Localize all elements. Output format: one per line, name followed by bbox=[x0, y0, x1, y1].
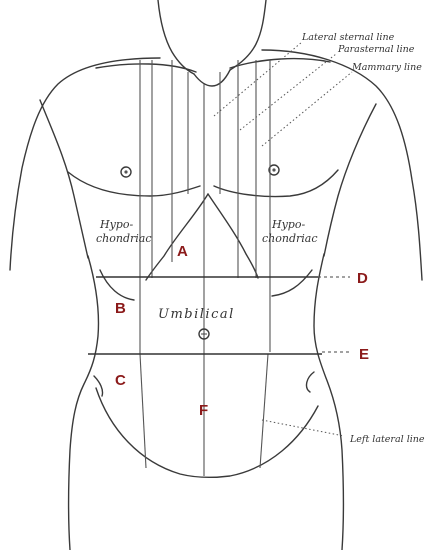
marker-f: F bbox=[199, 402, 208, 419]
marker-d: D bbox=[357, 270, 368, 287]
vline-lower-right bbox=[259, 353, 269, 469]
leader-lateral-sternal bbox=[213, 41, 303, 117]
nipple-left bbox=[120, 166, 132, 178]
costal-arch-left bbox=[145, 193, 209, 281]
label-umbilical: Umbilical bbox=[158, 307, 235, 322]
leader-parasternal bbox=[239, 53, 337, 131]
rib-margin-left bbox=[99, 269, 135, 301]
costal-arch-right bbox=[207, 193, 259, 279]
torso-side-right bbox=[313, 253, 345, 550]
label-hypochondriac-left-1: Hypo- bbox=[99, 218, 133, 231]
pectoral-left bbox=[67, 171, 201, 197]
label-hypochondriac-right-1: Hypo- bbox=[271, 218, 305, 231]
hip-left bbox=[93, 375, 104, 397]
armpit-left bbox=[39, 99, 89, 259]
marker-e: E bbox=[359, 346, 369, 363]
label-hypochondriac-right-2: chondriac bbox=[262, 232, 318, 245]
hip-right bbox=[305, 371, 315, 393]
shoulder-right bbox=[261, 49, 423, 281]
shoulder-left bbox=[9, 57, 161, 271]
neck-left-outline bbox=[157, 0, 195, 75]
clavicle-left bbox=[95, 63, 197, 73]
clavicle-right bbox=[229, 57, 331, 69]
armpit-right bbox=[323, 103, 377, 257]
nipple-right bbox=[268, 164, 280, 176]
label-parasternal-line: Parasternal line bbox=[337, 44, 415, 55]
torso-side-left bbox=[67, 255, 100, 550]
marker-c: C bbox=[115, 372, 126, 389]
marker-a: A bbox=[177, 243, 188, 260]
marker-b: B bbox=[115, 300, 126, 317]
label-hypochondriac-left-2: chondriac bbox=[96, 232, 152, 245]
rib-margin-right bbox=[271, 269, 313, 297]
inguinal-curve bbox=[95, 387, 319, 479]
sternal-notch bbox=[193, 69, 231, 87]
nipple-left-center bbox=[124, 170, 128, 174]
vline-lower-left bbox=[139, 353, 147, 469]
leader-left-lateral bbox=[261, 419, 345, 437]
umbilicus bbox=[198, 328, 210, 340]
nipple-right-center bbox=[272, 168, 276, 172]
neck-right-outline bbox=[229, 0, 267, 71]
label-mammary-line: Mammary line bbox=[351, 62, 422, 73]
label-left-lateral-line: Left lateral line bbox=[349, 434, 425, 445]
leader-mammary bbox=[261, 71, 353, 147]
label-lateral-sternal-line: Lateral sternal line bbox=[301, 32, 395, 43]
pectoral-right bbox=[213, 169, 339, 198]
